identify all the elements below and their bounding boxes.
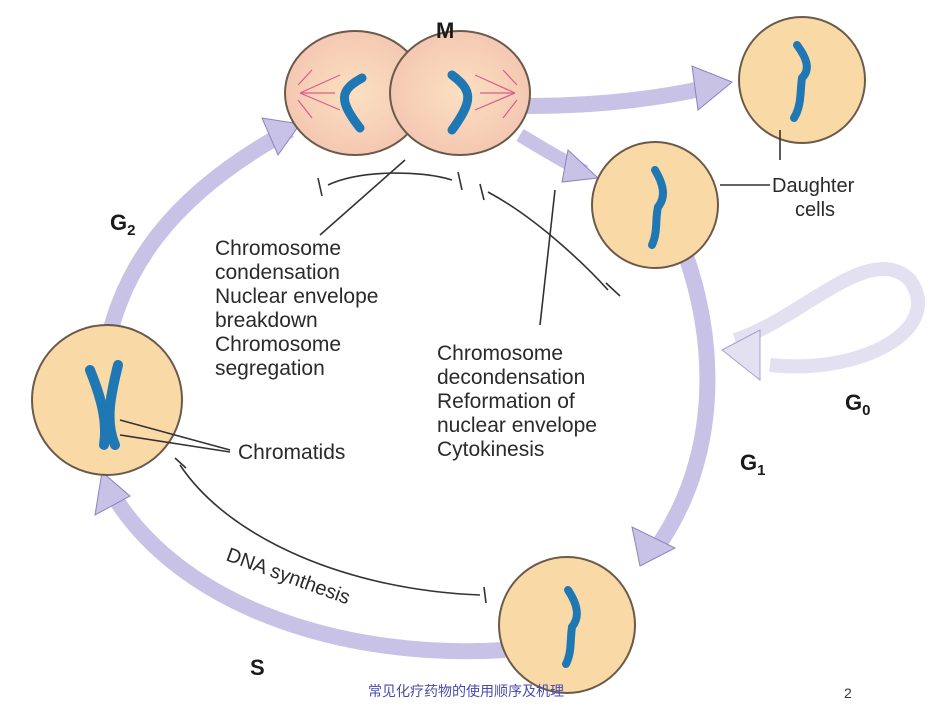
chromosome-left (340, 73, 367, 133)
g2-cell (31, 324, 183, 476)
g1-cell (498, 556, 636, 694)
daughter-cells-label: Daughter cells (772, 175, 860, 221)
mitotic-cell (284, 30, 531, 156)
daughter-cell-lower (591, 141, 719, 269)
telophase-events-label: Chromosome decondensation Reformation of… (437, 342, 603, 461)
page-number: 2 (844, 685, 852, 701)
chromatids-label: Chromatids (238, 441, 345, 464)
phase-g0-label: G0 (845, 390, 870, 419)
chromosome-right (447, 70, 473, 135)
phase-m-label: M (436, 18, 454, 43)
footer-title: 常见化疗药物的使用顺序及机理 (368, 684, 564, 700)
daughter-cell-top (738, 16, 866, 144)
phase-g1-label: G1 (740, 450, 765, 479)
mitosis-events-label: Chromosome condensation Nuclear envelope… (215, 237, 384, 380)
connector-lines (119, 130, 781, 604)
phase-g2-label: G2 (110, 210, 135, 239)
phase-s-label: S (250, 655, 265, 680)
cycle-arrow (94, 65, 925, 660)
